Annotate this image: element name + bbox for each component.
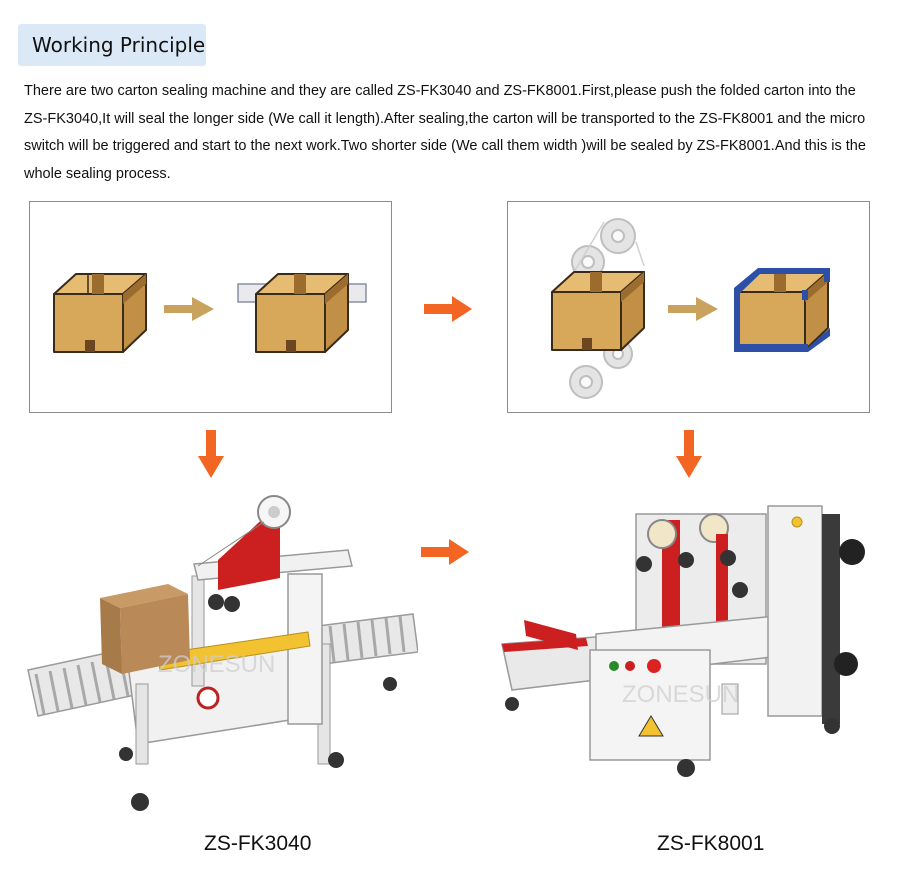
zs-fk3040-machine-image: ZONESUN (27, 495, 418, 811)
zs-fk8001-machine-image: ZONESUN (501, 505, 865, 777)
zs-fk3040-caption: ZS-FK3040 (204, 832, 312, 855)
folded-box-icon (53, 273, 147, 353)
length-sealing-illustration (53, 273, 367, 353)
watermark: ZONESUN (622, 681, 739, 708)
right-arrow-icon (424, 296, 472, 322)
down-arrow-icon (198, 430, 224, 478)
fully-sealed-box-icon (734, 268, 830, 352)
length-sealed-box-icon (255, 273, 349, 353)
caster-wheel-icon (119, 677, 397, 811)
width-sealing-illustration (551, 218, 830, 399)
section-title: Working Principle (32, 33, 206, 57)
right-arrow-icon (421, 539, 469, 565)
right-arrow-icon (164, 297, 214, 321)
carton-on-conveyor (100, 584, 190, 674)
length-sealing-diagram (29, 201, 392, 413)
watermark: ZONESUN (158, 651, 275, 678)
zs-fk8001-caption: ZS-FK8001 (657, 832, 765, 855)
section-title-box: Working Principle (18, 24, 206, 66)
machine-frame (589, 505, 865, 761)
down-arrow-icon (676, 430, 702, 478)
intro-paragraph: There are two carton sealing machine and… (24, 83, 866, 182)
right-arrow-icon (668, 297, 718, 321)
caster-wheel-icon (505, 697, 840, 777)
box-being-sealed-icon (551, 271, 645, 351)
width-sealing-diagram (507, 201, 870, 413)
